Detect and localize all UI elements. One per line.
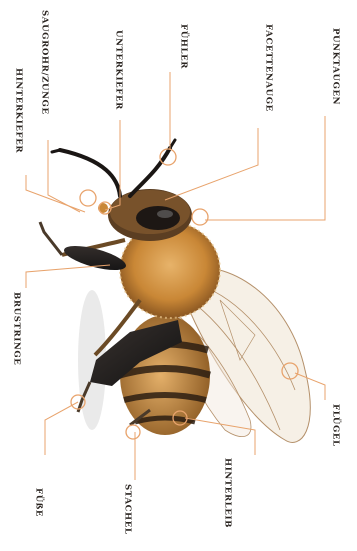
target-hinterkiefer	[80, 190, 96, 206]
label-hinterkiefer: HINTERKIEFER	[14, 68, 23, 153]
leader-fuesse	[45, 402, 78, 455]
target-stachel	[126, 425, 140, 439]
label-hinterleib: HINTERLEIB	[223, 458, 232, 528]
head	[98, 189, 192, 241]
leader-unterkiefer	[105, 120, 120, 210]
leader-brustringe	[26, 265, 110, 288]
label-punktaugen: PUNKTAUGEN	[331, 28, 340, 105]
target-punktaugen	[192, 209, 208, 225]
label-saugrohr-zunge: SAUGROHR/ZUNGE	[40, 10, 49, 115]
label-unterkiefer: UNTERKIEFER	[114, 30, 123, 110]
label-fluegel: FLÜGEL	[331, 404, 340, 447]
leader-facettenauge	[165, 128, 258, 200]
label-brustringe: BRUSTRINGE	[12, 292, 21, 365]
antennae	[52, 140, 175, 196]
label-fuehler: FÜHLER	[179, 24, 188, 69]
leader-hinterkiefer	[26, 175, 85, 212]
label-facettenauge: FACETTENAUGE	[264, 24, 273, 112]
label-stachel: STACHEL	[123, 484, 132, 535]
label-fuesse: FÜßE	[34, 488, 43, 517]
leader-punktaugen	[205, 116, 325, 220]
